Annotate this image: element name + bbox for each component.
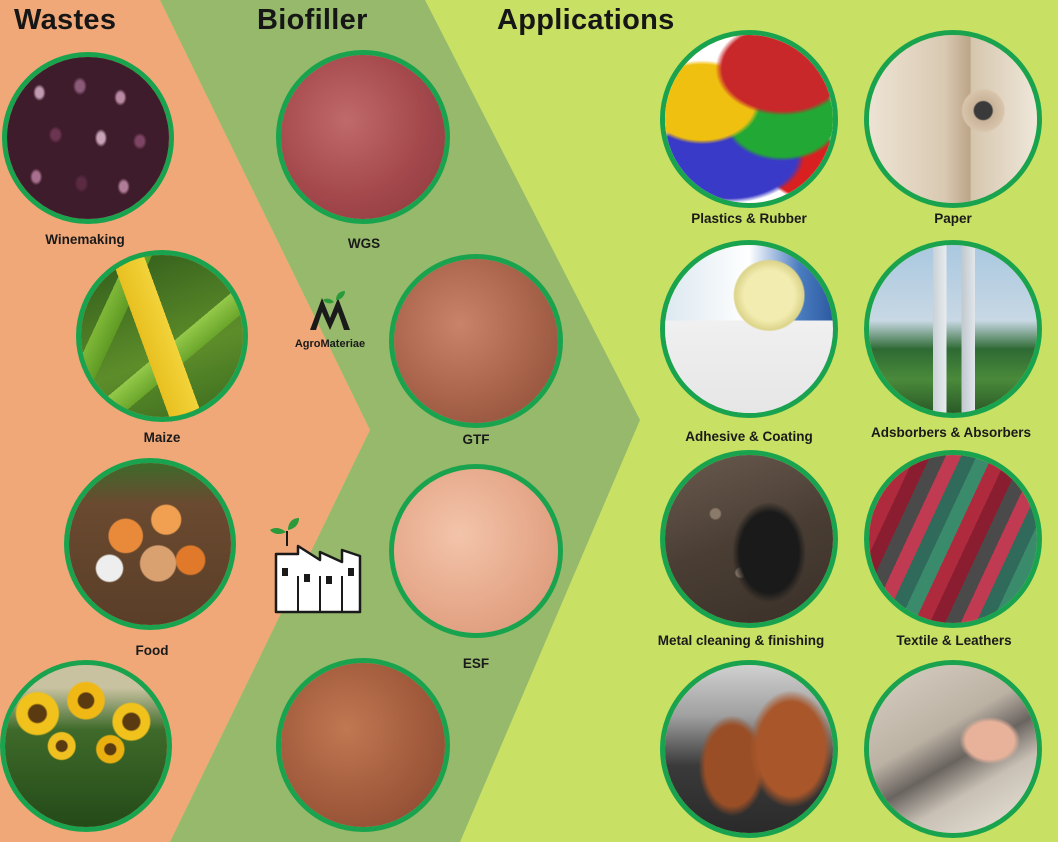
application-label-plastics: Plastics & Rubber (691, 211, 807, 226)
application-plastics-image (660, 30, 838, 208)
waste-label-maize: Maize (143, 430, 181, 445)
biofiller-label-wgs: WGS (347, 236, 381, 251)
biofiller-label-gtf: GTF (462, 432, 490, 447)
agromateriae-logo-icon (310, 291, 350, 330)
heading-biofiller: Biofiller (257, 4, 368, 36)
waste-maize-image (76, 250, 248, 422)
waste-label-food: Food (135, 643, 169, 658)
biofiller-esf-image (389, 464, 563, 638)
agromateriae-logo: AgroMateriae (282, 290, 378, 350)
application-metal-image (660, 450, 838, 628)
heading-applications: Applications (497, 4, 675, 36)
biofiller-band (160, 0, 640, 842)
application-adsorbers-image (864, 240, 1042, 418)
application-adhesive-image (660, 240, 838, 418)
application-textile-image (864, 450, 1042, 628)
waste-sunflower-image (0, 660, 172, 832)
green-factory-icon (270, 518, 362, 614)
biofiller-gtf-image (389, 254, 563, 428)
application-surface-image (864, 660, 1042, 838)
application-label-metal: Metal cleaning & finishing (657, 633, 825, 648)
application-label-textile: Textile & Leathers (896, 633, 1012, 648)
biofiller-wgs-image (276, 50, 450, 224)
heading-wastes: Wastes (14, 4, 117, 36)
biofiller-label-esf: ESF (462, 656, 490, 671)
application-label-adhesive: Adhesive & Coating (685, 429, 813, 444)
waste-winemaking-image (2, 52, 174, 224)
waste-food-image (64, 458, 236, 630)
biofiller-powder-image (276, 658, 450, 832)
waste-label-winemaking: Winemaking (45, 232, 125, 247)
application-paper-image (864, 30, 1042, 208)
application-label-paper: Paper (934, 211, 972, 226)
application-label-adsorbers: Adsborbers & Absorbers (870, 425, 1032, 440)
logo-wordmark: AgroMateriae (294, 338, 366, 350)
application-automotive-image (660, 660, 838, 838)
